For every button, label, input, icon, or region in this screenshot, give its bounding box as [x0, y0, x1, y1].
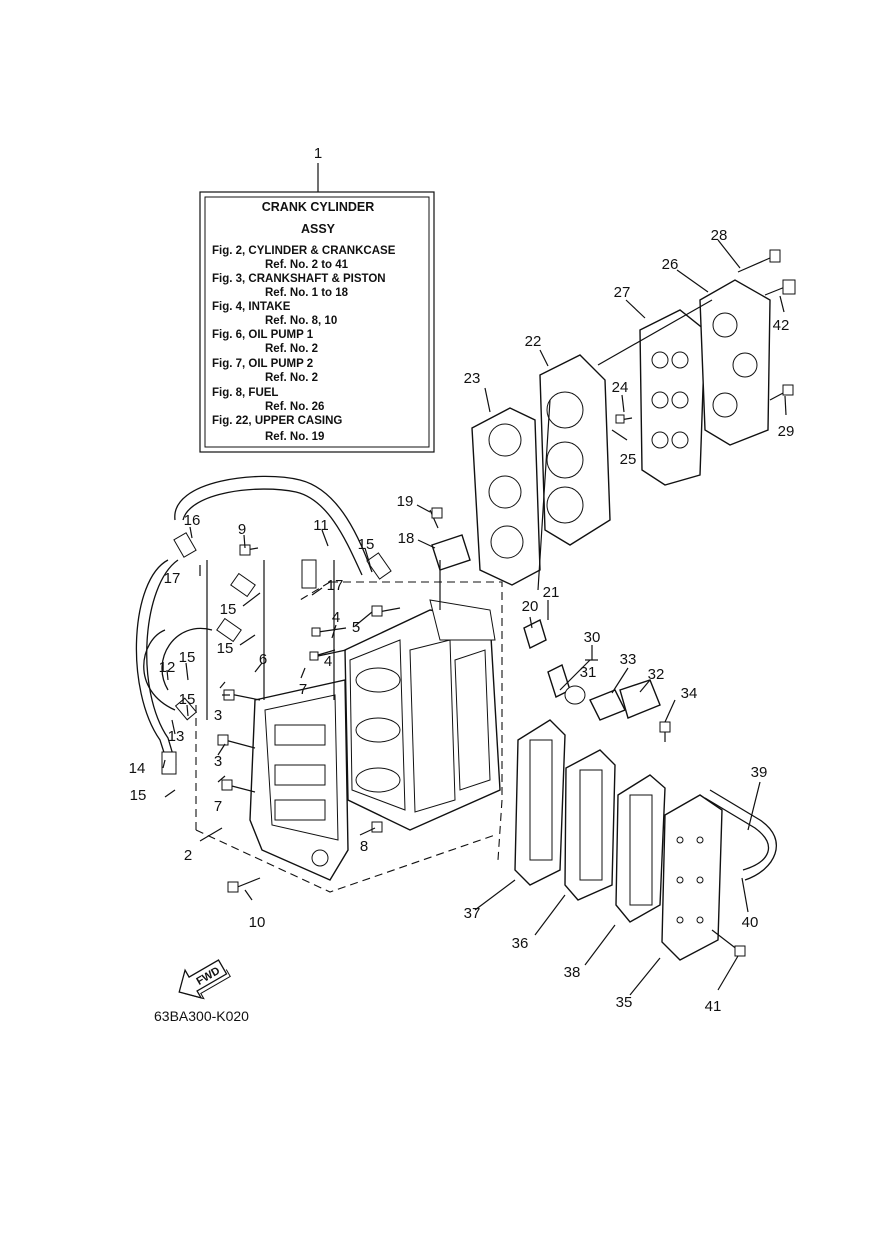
box-line: Fig. 2, CYLINDER & CRANKCASE — [212, 245, 396, 257]
callout-42: 42 — [773, 317, 790, 334]
box-line: Fig. 8, FUEL — [212, 387, 278, 399]
hose-39 — [704, 789, 777, 881]
leader-lines — [162, 239, 787, 996]
box-line: Fig. 6, OIL PUMP 1 — [212, 329, 314, 341]
callout-38: 38 — [564, 964, 581, 981]
callout-18: 18 — [398, 530, 415, 547]
callout-22: 22 — [525, 333, 542, 350]
callout-34: 34 — [681, 685, 698, 702]
callout-15e: 15 — [217, 640, 234, 657]
box-line: Fig. 4, INTAKE — [212, 301, 291, 313]
box-title-1: CRANK CYLINDER — [262, 200, 375, 214]
callout-40: 40 — [742, 914, 759, 931]
head-cover-gasket — [639, 309, 706, 486]
assembly-reference-box: CRANK CYLINDER ASSY Fig. 2, CYLINDER & C… — [199, 163, 435, 453]
callout-9: 9 — [238, 521, 246, 538]
cylinder-block — [344, 599, 501, 831]
callout-41: 41 — [705, 998, 722, 1015]
callout-24: 24 — [612, 379, 629, 396]
callout-17b: 17 — [327, 577, 344, 594]
callout-35: 35 — [616, 994, 633, 1011]
callout-26: 26 — [662, 256, 679, 273]
forward-arrow: FWD — [178, 959, 231, 1000]
callout-2: 2 — [184, 847, 192, 864]
callout-3b: 3 — [214, 753, 222, 770]
hoses — [135, 475, 392, 775]
callout-36: 36 — [512, 935, 529, 952]
callout-10: 10 — [249, 914, 266, 931]
box-line: Ref. No. 2 to 41 — [265, 259, 349, 271]
box-line: Fig. 3, CRANKSHAFT & PISTON — [212, 273, 386, 285]
box-line: Ref. No. 8, 10 — [265, 315, 337, 327]
callout-23: 23 — [464, 370, 481, 387]
callout-7: 7 — [299, 681, 307, 698]
callout-11: 11 — [313, 517, 329, 534]
box-line: Fig. 22, UPPER CASING — [212, 415, 342, 427]
callout-15b: 15 — [179, 649, 196, 666]
callout-21: 21 — [543, 584, 560, 601]
callout-31: 31 — [580, 664, 597, 681]
callout-17: 17 — [164, 570, 181, 587]
head-gasket — [471, 407, 541, 586]
cylinder-head — [539, 354, 611, 546]
callout-30: 30 — [584, 629, 601, 646]
diagram-code: 63BA300-K020 — [154, 1008, 249, 1024]
box-line: Ref. No. 2 — [265, 372, 318, 384]
callout-13: 13 — [168, 728, 185, 745]
callout-15f: 15 — [358, 536, 375, 553]
callout-5: 5 — [352, 619, 360, 636]
head-cover — [699, 279, 771, 446]
callout-27: 27 — [614, 284, 631, 301]
callout-15a: 15 — [130, 787, 147, 804]
box-line: Ref. No. 2 — [265, 343, 318, 355]
callout-4: 4 — [332, 609, 340, 626]
callout-29: 29 — [778, 423, 795, 440]
callout-15c: 15 — [179, 691, 196, 708]
box-line: Ref. No. 26 — [265, 401, 324, 413]
callout-20: 20 — [522, 598, 539, 615]
callout-4b: 4 — [324, 653, 332, 670]
callout-1: 1 — [314, 145, 322, 162]
box-line: Ref. No. 19 — [265, 431, 324, 443]
callout-19: 19 — [397, 493, 414, 510]
callout-39: 39 — [751, 764, 768, 781]
box-title-2: ASSY — [301, 222, 336, 236]
box-line: Fig. 7, OIL PUMP 2 — [212, 358, 313, 370]
callout-14: 14 — [129, 760, 146, 777]
callout-6: 6 — [259, 651, 267, 668]
callout-numbers: 1 2 3 3 4 4 5 6 7 7 8 9 10 11 12 13 14 1… — [129, 145, 795, 1015]
thermostat-parts — [431, 534, 661, 721]
callout-37: 37 — [464, 905, 481, 922]
callout-28: 28 — [711, 227, 728, 244]
crankcase — [249, 679, 349, 881]
callout-8: 8 — [360, 838, 368, 855]
callout-15d: 15 — [220, 601, 237, 618]
callout-32: 32 — [648, 666, 665, 683]
exhaust-gaskets-and-covers — [514, 719, 723, 961]
callout-3: 3 — [214, 707, 222, 724]
assembly-dashed-outline — [195, 581, 503, 893]
callout-16: 16 — [184, 512, 201, 529]
callout-25: 25 — [620, 451, 637, 468]
callout-33: 33 — [620, 651, 637, 668]
callout-12: 12 — [159, 659, 176, 676]
callout-7b: 7 — [214, 798, 222, 815]
box-line: Ref. No. 1 to 18 — [265, 287, 349, 299]
